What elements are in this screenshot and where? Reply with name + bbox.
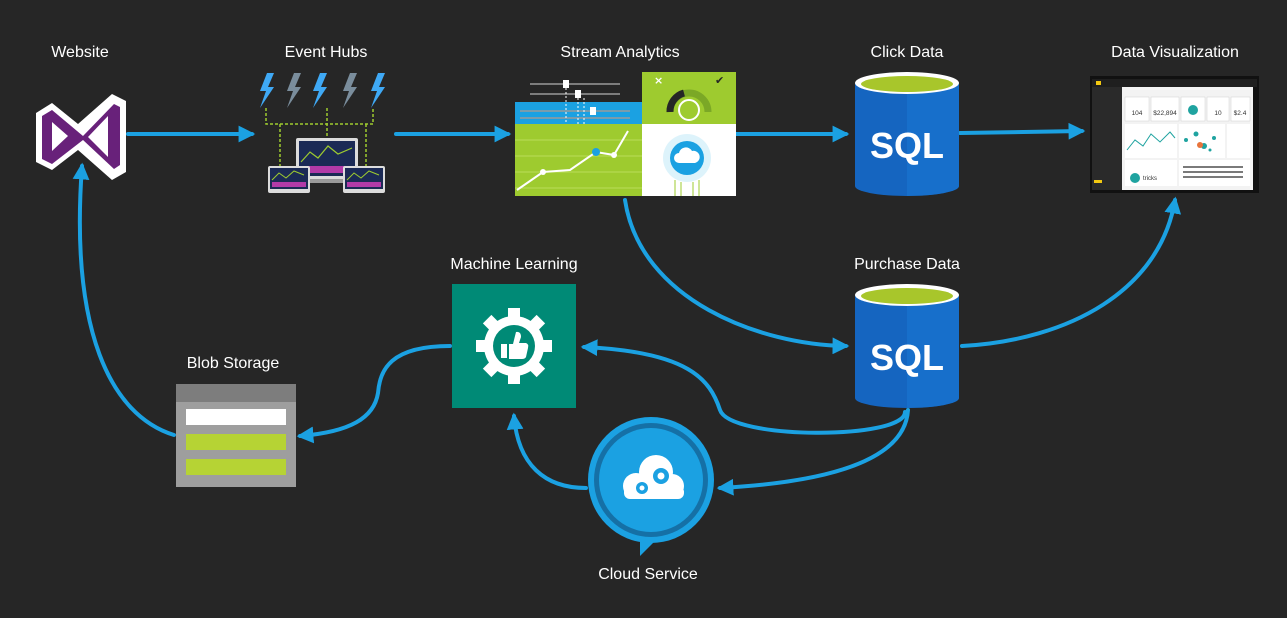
blob-storage-label: Blob Storage: [186, 355, 280, 372]
cloud-service-icon: [588, 417, 714, 556]
website-label: Website: [51, 44, 109, 61]
edge-click-data-to-data-visualization: [958, 122, 1086, 140]
svg-text:104: 104: [1132, 110, 1143, 117]
stream-analytics-icon: × ✔: [515, 72, 736, 196]
edge-purchase-data-to-data-visualization: [960, 196, 1182, 348]
svg-text:✔: ✔: [715, 74, 724, 87]
svg-text:$22,894: $22,894: [1153, 110, 1177, 117]
edge-blob-storage-to-website: [72, 162, 176, 437]
event-hubs-icon: [260, 73, 385, 193]
data-visualization-label: Data Visualization: [1111, 44, 1239, 61]
blob-storage-icon: [176, 384, 296, 487]
svg-text:SQL: SQL: [870, 125, 944, 166]
sql-database-icon: SQL: [855, 72, 959, 196]
machine-learning-icon: [452, 284, 576, 408]
svg-text:SQL: SQL: [870, 337, 944, 378]
edge-purchase-data-to-machine-learning: [580, 339, 907, 435]
visual-studio-icon: [36, 94, 126, 180]
edge-machine-learning-to-blob-storage: [296, 344, 452, 444]
click-data-label: Click Data: [870, 44, 944, 61]
edge-purchase-data-to-cloud-service: [716, 408, 910, 496]
sql-database-icon: SQL: [855, 284, 959, 408]
edge-stream-analytics-to-purchase-data: [623, 198, 850, 355]
cloud-service-label: Cloud Service: [598, 566, 698, 583]
event-hubs-label: Event Hubs: [284, 44, 368, 61]
power-bi-dashboard-icon: 104 $22,894 10 $2.4 tricks: [1090, 76, 1259, 193]
stream-analytics-label: Stream Analytics: [560, 44, 680, 61]
purchase-data-label: Purchase Data: [854, 256, 960, 273]
svg-text:$2.4: $2.4: [1234, 110, 1247, 117]
svg-text:10: 10: [1214, 110, 1222, 117]
svg-text:tricks: tricks: [1143, 176, 1157, 182]
edges: [72, 122, 1182, 496]
machine-learning-label: Machine Learning: [450, 256, 578, 273]
svg-text:×: ×: [654, 74, 663, 87]
edge-cloud-service-to-machine-learning: [506, 412, 588, 490]
